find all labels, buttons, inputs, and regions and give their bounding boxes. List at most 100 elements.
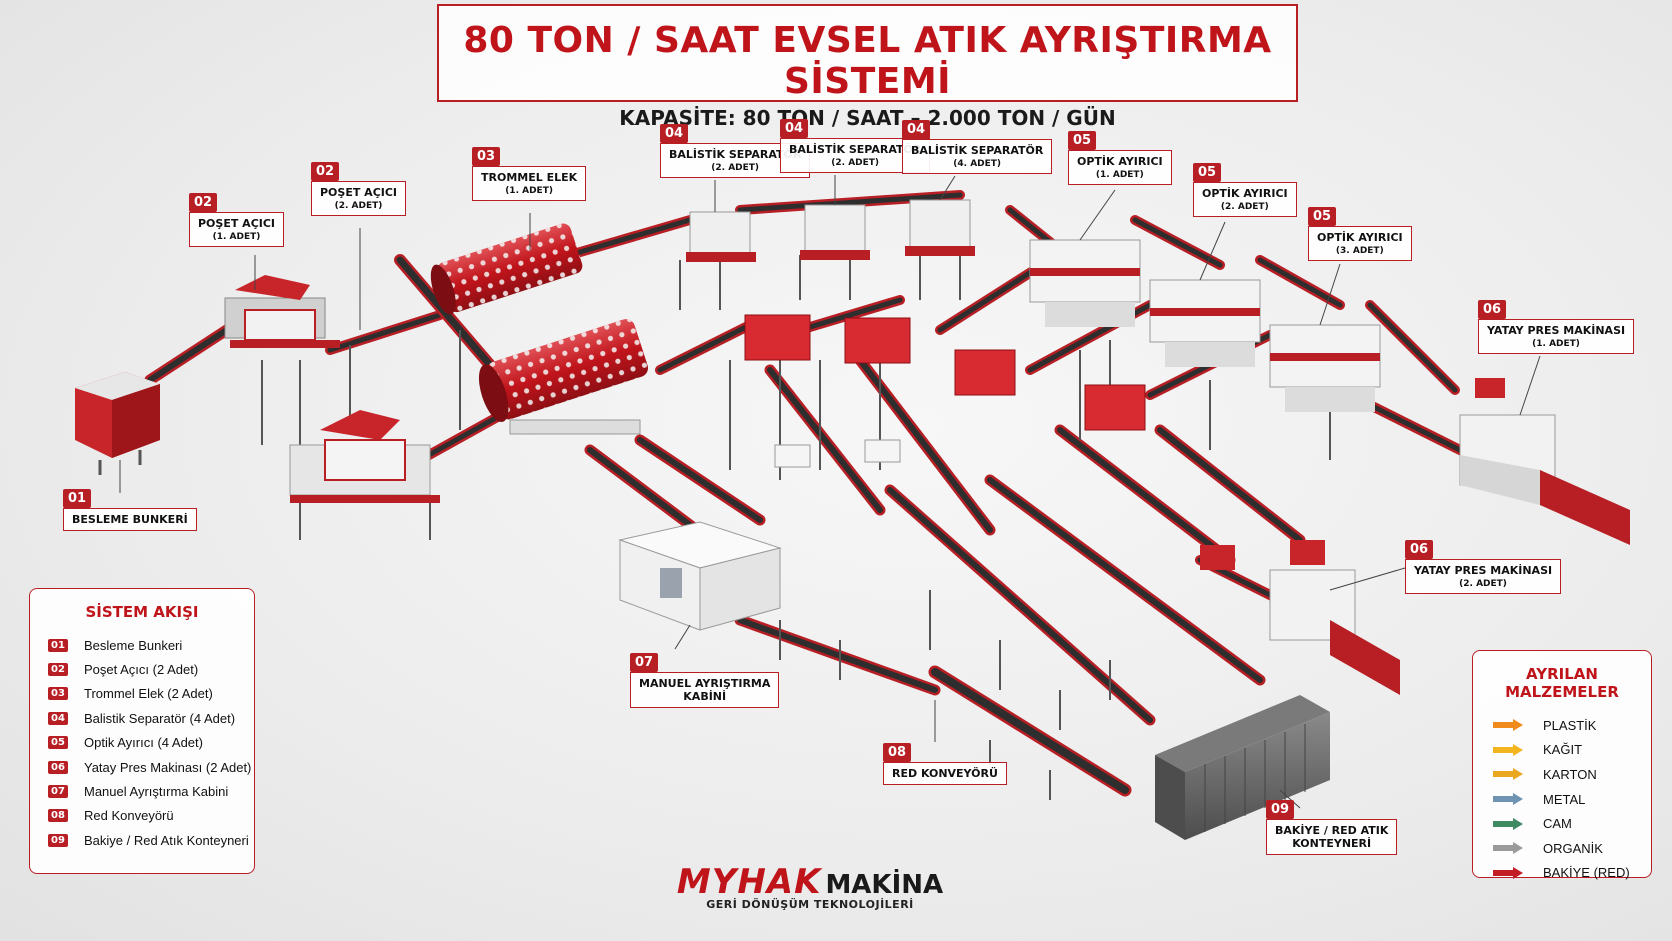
- callout-press-2: 06 YATAY PRES MAKİNASI (2. ADET): [1405, 540, 1562, 594]
- callout-number: 02: [311, 162, 340, 181]
- arrow-right-icon: [1493, 793, 1523, 806]
- material-item: PLASTİK: [1473, 713, 1651, 738]
- callout-name: MANUEL AYRIŞTIRMA: [639, 677, 771, 690]
- callout-number: 04: [660, 124, 689, 143]
- flow-number: 05: [48, 736, 68, 750]
- material-label: CAM: [1543, 816, 1572, 832]
- callout-name: YATAY PRES MAKİNASI: [1414, 564, 1553, 577]
- ballistic-separators: [686, 199, 1146, 431]
- callout-name: OPTİK AYIRICI: [1317, 231, 1403, 244]
- material-label: ORGANİK: [1543, 840, 1603, 856]
- residue-container: [1155, 695, 1330, 840]
- callout-name: BALİSTİK SEPARATÖR: [789, 143, 922, 156]
- flow-label: Balistik Separatör (4 Adet): [84, 710, 236, 726]
- callout-name: POŞET AÇICI: [198, 217, 276, 230]
- callout-name: BALİSTİK SEPARATÖR: [911, 144, 1044, 157]
- callout-number: 09: [1266, 800, 1295, 819]
- hoppers: [774, 378, 1505, 570]
- callout-manual-cabin: 07 MANUEL AYRIŞTIRMA KABİNİ: [630, 653, 780, 708]
- flow-number: 03: [48, 687, 68, 701]
- callout-number: 08: [883, 743, 912, 762]
- manual-sorting-cabin: [618, 521, 782, 631]
- callout-bag-opener-1: 02 POŞET AÇICI (1. ADET): [189, 193, 285, 247]
- arrow-right-icon: [1493, 768, 1523, 781]
- flow-item: 09 Bakiye / Red Atık Konteyneri: [30, 828, 254, 852]
- callout-count: (3. ADET): [1335, 246, 1384, 256]
- callout-count: (2. ADET): [334, 201, 383, 211]
- material-label: BAKİYE (RED): [1543, 865, 1630, 881]
- callout-number: 01: [63, 489, 92, 508]
- callout-feed-bunker: 01 BESLEME BUNKERİ: [63, 489, 197, 531]
- material-label: METAL: [1543, 791, 1586, 807]
- callout-number: 06: [1478, 300, 1507, 319]
- callout-count: (4. ADET): [953, 159, 1002, 169]
- flow-item: 01 Besleme Bunkeri: [30, 633, 254, 657]
- flow-label: Manuel Ayrıştırma Kabini: [84, 784, 229, 800]
- flow-number: 07: [48, 785, 68, 799]
- flow-number: 08: [48, 809, 68, 823]
- arrow-right-icon: [1493, 743, 1523, 756]
- callout-number: 05: [1308, 207, 1337, 226]
- flow-number: 09: [48, 833, 68, 847]
- flow-label: Bakiye / Red Atık Konteyneri: [84, 832, 249, 848]
- flow-number: 01: [48, 638, 68, 652]
- material-label: KARTON: [1543, 766, 1597, 782]
- material-label: PLASTİK: [1543, 717, 1597, 733]
- baling-press-2: [1269, 569, 1400, 695]
- callout-number: 05: [1068, 131, 1097, 150]
- arrow-right-icon: [1493, 842, 1523, 855]
- flow-number: 04: [48, 711, 68, 725]
- callout-bag-opener-2: 02 POŞET AÇICI (2. ADET): [311, 162, 407, 216]
- flow-label: Besleme Bunkeri: [84, 637, 183, 653]
- callout-name: TROMMEL ELEK: [481, 171, 578, 184]
- callout-optical-3: 05 OPTİK AYIRICI (3. ADET): [1308, 207, 1412, 261]
- callout-number: 07: [630, 653, 659, 672]
- callout-name: YATAY PRES MAKİNASI: [1487, 324, 1626, 337]
- material-item: KAĞIT: [1473, 738, 1651, 763]
- feed-bunker: [75, 372, 160, 475]
- callout-name: BAKİYE / RED ATIK: [1275, 824, 1389, 837]
- flow-label: Trommel Elek (2 Adet): [84, 686, 213, 702]
- logo-tagline: GERİ DÖNÜŞÜM TEKNOLOJİLERİ: [706, 898, 914, 911]
- flow-item: 07 Manuel Ayrıştırma Kabini: [30, 779, 254, 803]
- callout-name: OPTİK AYIRICI: [1202, 187, 1288, 200]
- callout-optical-2: 05 OPTİK AYIRICI (2. ADET): [1193, 163, 1297, 217]
- support-legs: [261, 255, 1331, 800]
- callout-reject-conveyor: 08 RED KONVEYÖRÜ: [883, 743, 1007, 785]
- callout-count: (2. ADET): [711, 163, 760, 173]
- arrow-right-icon: [1493, 719, 1523, 732]
- logo-name: MYHAK: [676, 862, 822, 902]
- callout-name: POŞET AÇICI: [320, 186, 398, 199]
- callout-number: 02: [189, 193, 218, 212]
- callout-press-1: 06 YATAY PRES MAKİNASI (1. ADET): [1478, 300, 1635, 354]
- callout-trommel: 03 TROMMEL ELEK (1. ADET): [472, 147, 587, 201]
- flow-number: 02: [48, 663, 68, 677]
- material-item: METAL: [1473, 787, 1651, 812]
- callout-ballistic-4: 04 BALİSTİK SEPARATÖR (4. ADET): [902, 120, 1053, 174]
- material-item: CAM: [1473, 811, 1651, 836]
- callout-number: 03: [472, 147, 501, 166]
- callout-count: (2. ADET): [831, 158, 880, 168]
- page-title: 80 TON / SAAT EVSEL ATIK AYRIŞTIRMA SİST…: [463, 20, 1272, 102]
- callout-residue-container: 09 BAKİYE / RED ATIK KONTEYNERİ: [1266, 800, 1398, 855]
- callout-count: (1. ADET): [505, 186, 553, 196]
- callout-count: (1. ADET): [1095, 170, 1144, 180]
- callout-count: (2. ADET): [1459, 579, 1507, 589]
- header-banner: 80 TON / SAAT EVSEL ATIK AYRIŞTIRMA SİST…: [437, 4, 1298, 130]
- material-item: KARTON: [1473, 762, 1651, 787]
- system-flow-title: SİSTEM AKIŞI: [85, 603, 199, 621]
- baling-press-1: [1459, 414, 1630, 545]
- callout-number: 04: [780, 119, 809, 138]
- bag-opener-2: [289, 410, 440, 540]
- callout-number: 05: [1193, 163, 1222, 182]
- material-item: BAKİYE (RED): [1473, 861, 1651, 886]
- flow-item: 04 Balistik Separatör (4 Adet): [30, 706, 254, 730]
- callout-count: (1. ADET): [212, 232, 261, 242]
- material-label: KAĞIT: [1543, 742, 1583, 758]
- callout-leader-lines: [119, 175, 1541, 809]
- callout-number: 04: [902, 120, 931, 139]
